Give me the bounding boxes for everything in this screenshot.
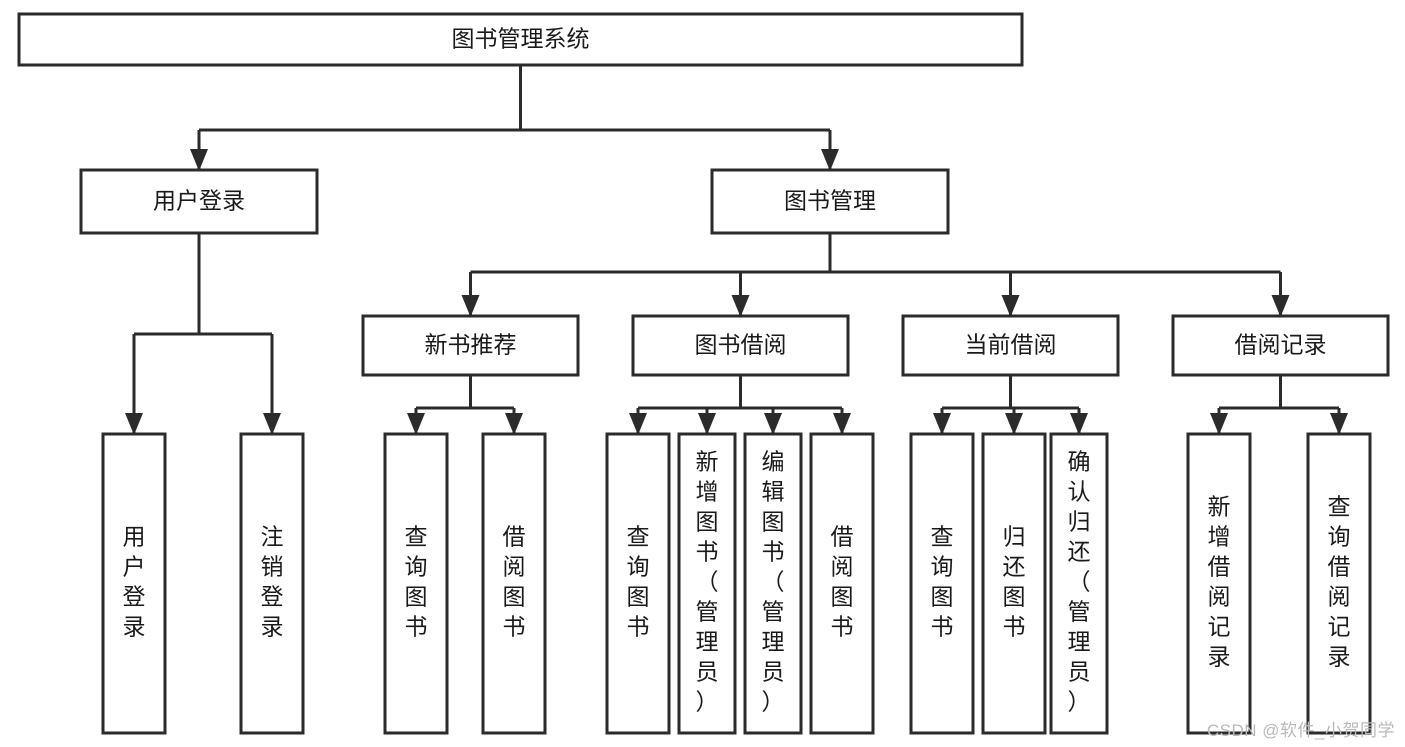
leaf-label: 查询图书 [627,524,650,640]
leaf-label: 借阅图书 [831,524,854,640]
leaf-box[interactable] [239,432,305,735]
leaf-label: 查询借阅记录 [1328,494,1351,670]
arrow-head-icon [190,149,208,171]
level3-box[interactable] [901,314,1120,377]
arrow-head-icon [461,295,480,317]
level2-box[interactable] [79,168,319,235]
root-node[interactable]: 图书管理系统 [17,12,1024,67]
leaf-node[interactable]: 借阅图书 [481,432,547,735]
level2-label: 图书管理 [784,188,876,214]
leaf-node[interactable]: 借阅图书 [809,432,875,735]
arrow-head-icon [1070,413,1088,435]
leaf-box[interactable] [481,432,547,735]
leaf-box[interactable] [809,432,875,735]
leaf-node[interactable]: 编辑图书（管理员） [743,432,803,735]
watermark-label: CSDN @软件_小贺同学 [1206,721,1395,740]
level3-label: 当前借阅 [965,332,1057,358]
leaf-box[interactable] [1049,432,1109,735]
arrow-head-icon [263,413,281,435]
leaf-box[interactable] [677,432,737,735]
leaf-node[interactable]: 查询图书 [605,432,671,735]
level3-node[interactable]: 借阅记录 [1171,314,1390,377]
arrow-head-icon [1210,413,1228,435]
root-label: 图书管理系统 [452,26,590,52]
leaf-label: 查询图书 [405,524,428,640]
level3-label: 图书借阅 [695,332,787,358]
leaf-label: 归还图书 [1003,524,1026,640]
leaf-box[interactable] [101,432,167,735]
level3-label: 借阅记录 [1235,332,1327,358]
leaf-node[interactable]: 新增借阅记录 [1186,432,1252,735]
level2-node[interactable]: 图书管理 [710,168,950,235]
root-box[interactable] [17,12,1024,67]
leaf-node[interactable]: 查询图书 [909,432,975,735]
arrow-head-icon [764,413,782,435]
leaf-label: 查询图书 [931,524,954,640]
arrow-head-icon [1005,413,1023,435]
arrow-head-icon [731,295,750,317]
leaf-label: 新增图书（管理员） [696,449,719,715]
arrow-head-icon [505,413,523,435]
leaf-node[interactable]: 用户登录 [101,432,167,735]
leaf-node[interactable]: 查询图书 [383,432,449,735]
leaf-box[interactable] [605,432,671,735]
leaf-label: 借阅图书 [503,524,526,640]
arrow-head-icon [1271,295,1290,317]
level3-node[interactable]: 新书推荐 [361,314,580,377]
level2-node[interactable]: 用户登录 [79,168,319,235]
level2-label: 用户登录 [153,188,245,214]
arrow-head-icon [698,413,716,435]
arrow-head-icon [933,413,951,435]
leaf-box[interactable] [383,432,449,735]
level3-node[interactable]: 当前借阅 [901,314,1120,377]
connector-layer [125,65,1348,435]
leaf-label: 编辑图书（管理员） [762,449,785,715]
node-layer: 图书管理系统用户登录图书管理新书推荐图书借阅当前借阅借阅记录用户登录注销登录查询… [17,12,1390,735]
arrow-head-icon [629,413,647,435]
level3-box[interactable] [361,314,580,377]
arrow-head-icon [1001,295,1020,317]
leaf-box[interactable] [981,432,1047,735]
leaf-label: 确认归还（管理员） [1068,449,1091,715]
arrow-head-icon [407,413,425,435]
leaf-label: 新增借阅记录 [1208,494,1231,670]
leaf-box[interactable] [1186,432,1252,735]
leaf-label: 用户登录 [123,524,146,640]
arrow-head-icon [833,413,851,435]
leaf-box[interactable] [743,432,803,735]
level3-label: 新书推荐 [425,332,517,358]
arrow-head-icon [125,413,143,435]
leaf-box[interactable] [1306,432,1372,735]
leaf-node[interactable]: 确认归还（管理员） [1049,432,1109,735]
leaf-node[interactable]: 归还图书 [981,432,1047,735]
leaf-node[interactable]: 新增图书（管理员） [677,432,737,735]
leaf-label: 注销登录 [261,524,284,640]
leaf-box[interactable] [909,432,975,735]
arrow-head-icon [1330,413,1348,435]
leaf-node[interactable]: 注销登录 [239,432,305,735]
level3-box[interactable] [631,314,850,377]
level2-box[interactable] [710,168,950,235]
level3-box[interactable] [1171,314,1390,377]
level3-node[interactable]: 图书借阅 [631,314,850,377]
leaf-node[interactable]: 查询借阅记录 [1306,432,1372,735]
arrow-head-icon [821,149,839,171]
